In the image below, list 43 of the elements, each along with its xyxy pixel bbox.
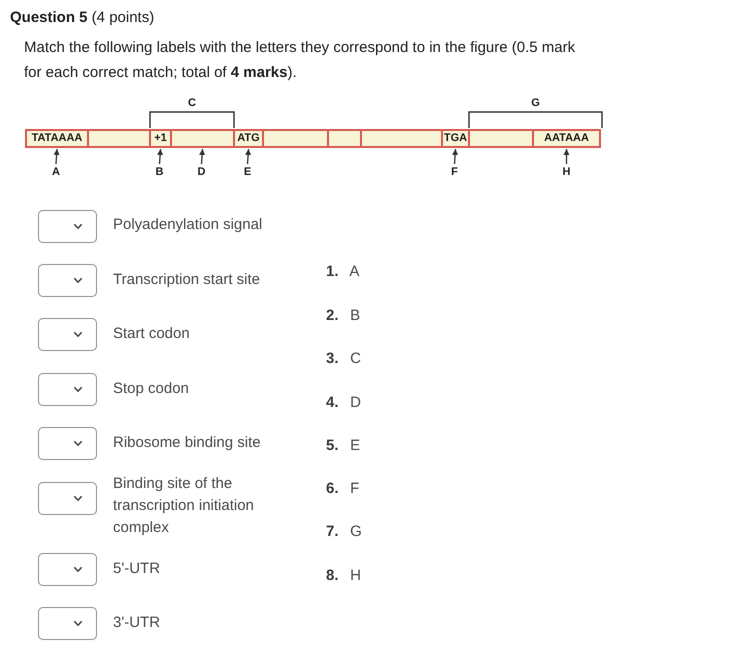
term-text: Stop codon [113,379,190,399]
arrow [199,148,206,164]
bracket-label: C [187,97,197,109]
sequence-segment [170,129,235,148]
callout-letter: D [196,166,206,178]
term-text: 5'-UTR [113,559,162,579]
arrow [157,148,164,164]
question-title: Question 5 (4 points) [10,8,154,28]
term-text: Polyadenylation signal [113,215,264,235]
term-text: Binding site of the transcription initiation complex [113,474,255,538]
instruction-text: Match the following labels with the letters they correspond to in the figure (0.5 mark for each correct match; total of 4 marks). [24,38,576,83]
term-text: 3'-UTR [113,613,162,633]
answer-option: 3. C [326,348,361,370]
sequence-segment: TATAAAA [25,129,89,148]
sequence-segment [360,129,443,148]
sequence-segment: AATAAA [532,129,601,148]
callout-letter: B [154,166,164,178]
sequence-segment: TGA [441,129,470,148]
answer-option: 5. E [326,435,360,457]
answer-option: 1. A [326,261,360,283]
sequence-segment: ATG [233,129,264,148]
answer-option: 6. F [326,478,360,500]
answer-option: 8. H [326,565,361,587]
arrow [54,148,60,164]
answer-option: 4. D [326,392,361,414]
arrow [452,148,458,164]
term-text: Ribosome binding site [113,433,262,453]
callout-letter: H [562,166,572,178]
sequence-segment [468,129,534,148]
sequence-segment [262,129,329,148]
bracket-label: G [530,97,541,109]
term-text: Start codon [113,324,191,344]
arrow [245,148,252,164]
callout-letter: F [450,166,460,178]
callout-letter: A [51,166,61,178]
term-text: Transcription start site [113,270,261,290]
answer-option: 2. B [326,305,360,327]
answer-option: 7. G [326,521,362,543]
arrow [564,149,570,164]
callout-letter: E [242,166,252,178]
sequence-segment [87,129,151,148]
sequence-segment: +1 [149,129,172,148]
sequence-segment [327,129,362,148]
